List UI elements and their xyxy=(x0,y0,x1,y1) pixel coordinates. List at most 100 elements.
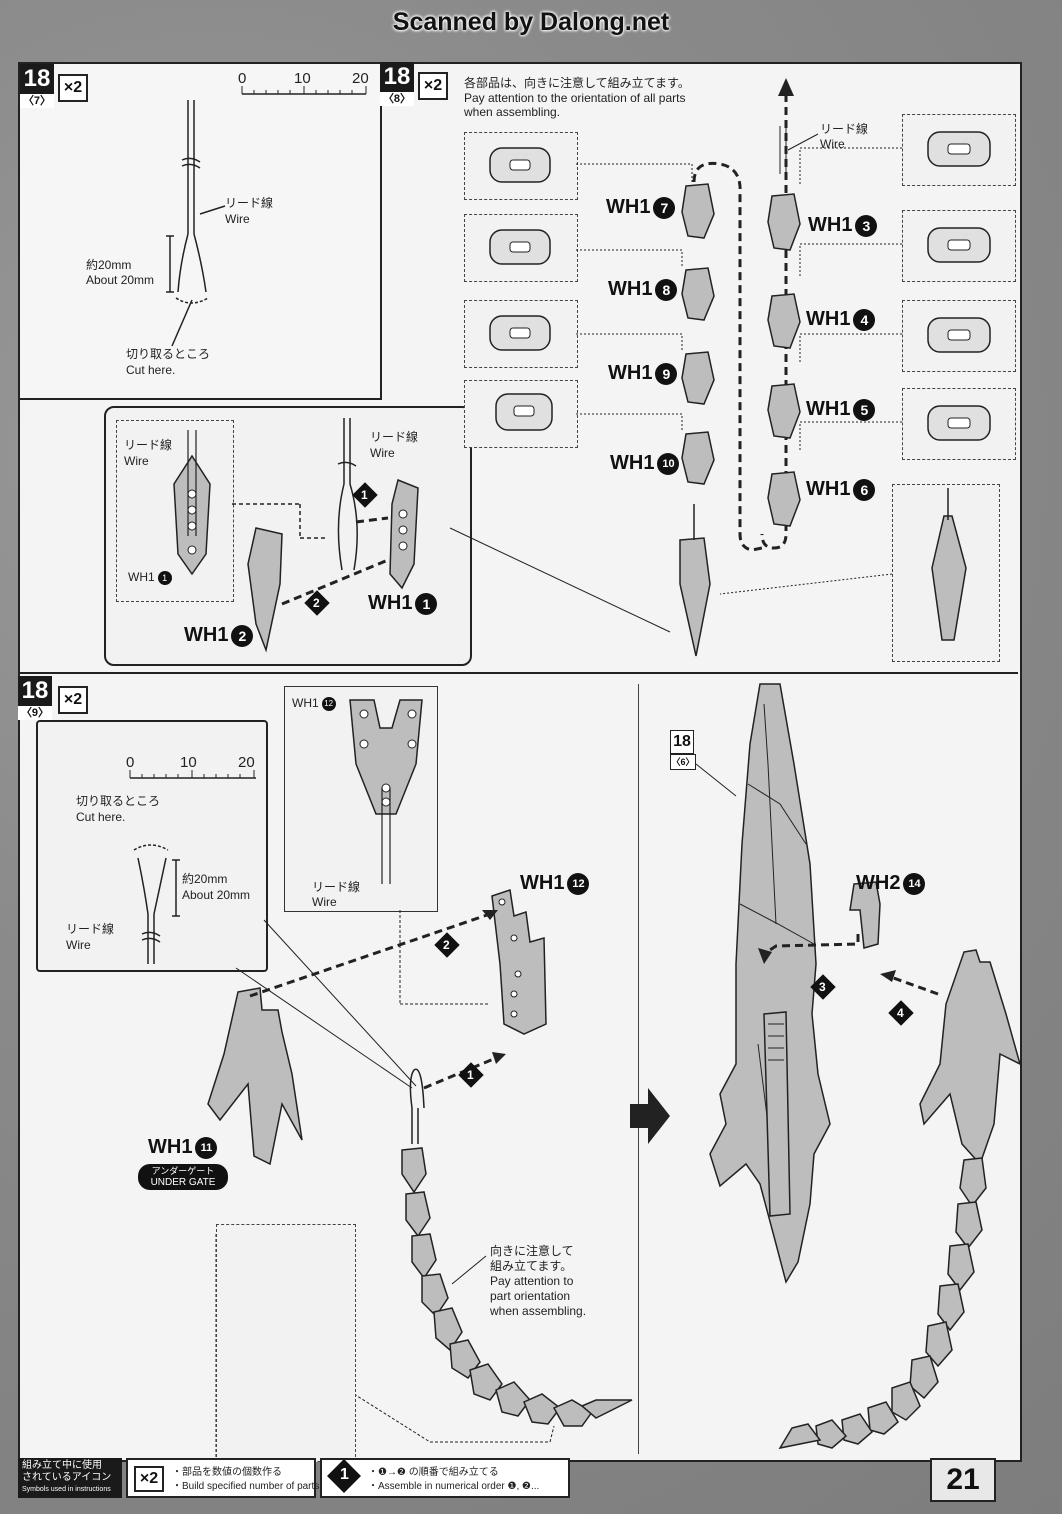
step9-cut-en: Cut here. xyxy=(76,810,126,824)
step8-left-3-num: 9 xyxy=(655,362,678,385)
step8-left-4-label: WH1 xyxy=(610,452,655,474)
step9-sub: 〈9〉 xyxy=(18,706,52,720)
step8-left-2-num: 8 xyxy=(655,278,678,301)
step7-cut-jp: 切り取るところ xyxy=(126,347,211,361)
step9-number: 18 xyxy=(18,676,52,706)
step9-end-detail xyxy=(216,1224,356,1462)
step9-orient-en2: part orientation xyxy=(490,1289,571,1303)
footer-x2-en: ・Build specified number of parts. xyxy=(172,1481,323,1492)
step7-wire-jp: リード線 xyxy=(225,196,274,210)
step9-detail-part-label: WH1 xyxy=(292,696,319,710)
step7-part-b-label: WH1 xyxy=(184,624,229,646)
final-order3: 3 xyxy=(819,980,826,994)
instruction-sheet: 18 〈7〉 ×2 xyxy=(18,62,1022,1462)
step9-ruler-10: 10 xyxy=(180,754,197,771)
scan-banner: Scanned by Dalong.net xyxy=(392,8,670,36)
step9-wire-en: Wire xyxy=(66,938,91,952)
step9-length-en: About 20mm xyxy=(182,888,251,902)
step7-detail-wire-en: Wire xyxy=(124,454,149,468)
page-number: 21 xyxy=(930,1458,996,1502)
step9-order1: 1 xyxy=(467,1068,474,1082)
step8-right-1-label: WH1 xyxy=(808,214,853,236)
step7-sub: 〈7〉 xyxy=(20,94,54,108)
step8-note-en1: Pay attention to the orientation of all … xyxy=(464,91,686,105)
step8-left-4-num: 10 xyxy=(657,452,680,475)
step7-part-a-num: 1 xyxy=(415,592,438,615)
footer-title-box: 組み立て中に使用 されているアイコン Symbols used in instr… xyxy=(18,1458,122,1498)
step7-part-b-num: 2 xyxy=(231,624,254,647)
step8-right-1-num: 3 xyxy=(855,214,878,237)
step8-note-jp: 各部品は、向きに注意して組み立てます。 xyxy=(464,76,690,90)
step7-length-jp: 約20mm xyxy=(86,258,132,272)
step7-multiplier: ×2 xyxy=(58,74,88,102)
step7-cut-en: Cut here. xyxy=(126,363,176,377)
step9-multiplier: ×2 xyxy=(58,686,88,714)
step7-order1: 1 xyxy=(361,488,368,502)
final-ref-sub: 〈6〉 xyxy=(670,754,696,770)
step9-part-11-label: WH1 xyxy=(148,1136,193,1158)
footer-order-jp: ・❶→❷ の順番で組み立てる xyxy=(368,1467,499,1478)
step8-wire-jp: リード線 xyxy=(820,122,869,136)
footer-x2-icon: ×2 xyxy=(134,1466,164,1492)
step8-thumb-8 xyxy=(902,388,1016,460)
step7-ruler xyxy=(166,86,367,347)
step8-left-2-label: WH1 xyxy=(608,278,653,300)
footer-title-jp1: 組み立て中に使用 xyxy=(22,1460,102,1471)
step8-right-4-label: WH1 xyxy=(806,478,851,500)
footer-order-box: 1 ・❶→❷ の順番で組み立てる ・Assemble in numerical … xyxy=(320,1458,570,1498)
final-part-label: WH2 xyxy=(856,872,901,894)
footer-title-jp2: されているアイコン xyxy=(22,1472,112,1483)
section-divider xyxy=(18,672,1018,674)
step9-final-divider xyxy=(638,684,639,1454)
step9-detail-wire-en: Wire xyxy=(312,895,337,909)
step7-wire-en: Wire xyxy=(225,212,250,226)
footer-title-en: Symbols used in instructions xyxy=(22,1486,111,1493)
step7-ruler-10: 10 xyxy=(294,70,311,87)
step7-ruler-0: 0 xyxy=(238,70,247,87)
step9-part-12-label: WH1 xyxy=(520,872,565,894)
step9-ruler-0: 0 xyxy=(126,754,135,771)
transition-arrow xyxy=(630,1088,670,1144)
step9-order2: 2 xyxy=(443,938,450,952)
step8-right-2-label: WH1 xyxy=(806,308,851,330)
footer-x2-box: ×2 ・部品を数値の個数作る ・Build specified number o… xyxy=(126,1458,322,1498)
under-gate-badge: アンダーゲート UNDER GATE xyxy=(138,1164,228,1190)
step8-multiplier: ×2 xyxy=(418,72,448,100)
step7-order2: 2 xyxy=(313,596,320,610)
step9-length-jp: 約20mm xyxy=(182,872,228,886)
step8-right-3-num: 5 xyxy=(853,398,876,421)
step9-wire-jp: リード線 xyxy=(66,922,115,936)
step8-note-en2: when assembling. xyxy=(464,105,561,119)
step7-part-a-label: WH1 xyxy=(368,592,413,614)
final-drawing xyxy=(695,683,1020,1450)
step8-wire-en: Wire xyxy=(820,137,845,151)
step9-part-12-num: 12 xyxy=(567,872,590,895)
step8-right-4-num: 6 xyxy=(853,478,876,501)
footer-order-en: ・Assemble in numerical order ❶, ❷... xyxy=(368,1481,540,1492)
under-gate-en: UNDER GATE xyxy=(150,1177,216,1188)
step9-orient-en3: when assembling. xyxy=(490,1304,587,1318)
final-part-num: 14 xyxy=(903,872,926,895)
step8-left-1-num: 7 xyxy=(653,196,676,219)
step8-left-3-label: WH1 xyxy=(608,362,653,384)
step7-detail-drawing xyxy=(173,418,671,653)
footer-step-icon-num: 1 xyxy=(340,1466,349,1483)
step8-thumb-7 xyxy=(902,300,1016,372)
step7-length-en: About 20mm xyxy=(86,273,155,287)
final-ref-number: 18 xyxy=(670,730,694,754)
final-order4: 4 xyxy=(897,1006,904,1020)
step9-wire-bubble xyxy=(36,720,268,972)
step9-orient-jp1: 向きに注意して xyxy=(490,1244,574,1258)
step7-detail-part-num: 1 xyxy=(157,570,172,585)
step9-ruler-20: 20 xyxy=(238,754,255,771)
